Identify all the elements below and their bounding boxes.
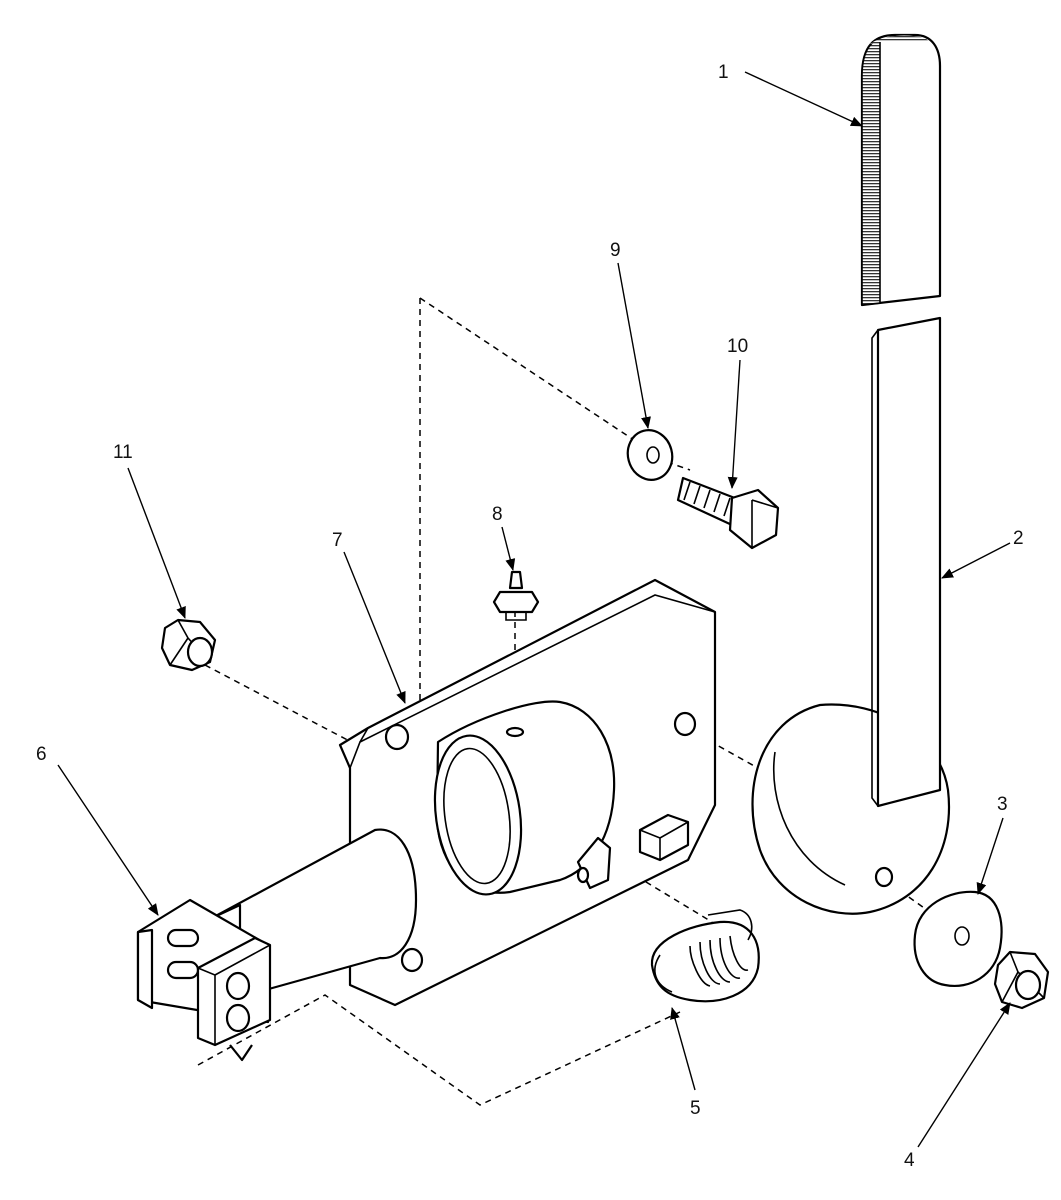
plate-bushing xyxy=(433,700,616,896)
callout-2: 2 xyxy=(1013,528,1024,549)
callout-6: 6 xyxy=(36,744,47,765)
callout-10: 10 xyxy=(727,336,748,357)
leader-lines xyxy=(57,71,1011,1148)
callout-1: 1 xyxy=(718,62,729,83)
callout-8: 8 xyxy=(492,504,503,525)
lever-arm xyxy=(871,316,942,808)
callout-11: 11 xyxy=(113,442,133,463)
callout-4: 4 xyxy=(904,1150,915,1171)
torsion-spring xyxy=(650,909,760,1003)
shaft-clevis xyxy=(136,828,418,1062)
callout-9: 9 xyxy=(610,240,621,261)
callout-7: 7 xyxy=(332,530,343,551)
washer-9 xyxy=(626,429,674,481)
hex-bolt-10 xyxy=(676,476,780,550)
hub-washer-3 xyxy=(913,890,1003,988)
callout-labels: 1 2 3 4 5 6 7 8 9 10 11 xyxy=(36,62,1024,1171)
hex-nut-4 xyxy=(993,950,1050,1010)
knurled-grip xyxy=(860,33,942,307)
callout-5: 5 xyxy=(690,1098,701,1119)
hex-nut-11 xyxy=(160,618,217,672)
callout-3: 3 xyxy=(997,794,1008,815)
grease-fitting xyxy=(492,570,540,621)
